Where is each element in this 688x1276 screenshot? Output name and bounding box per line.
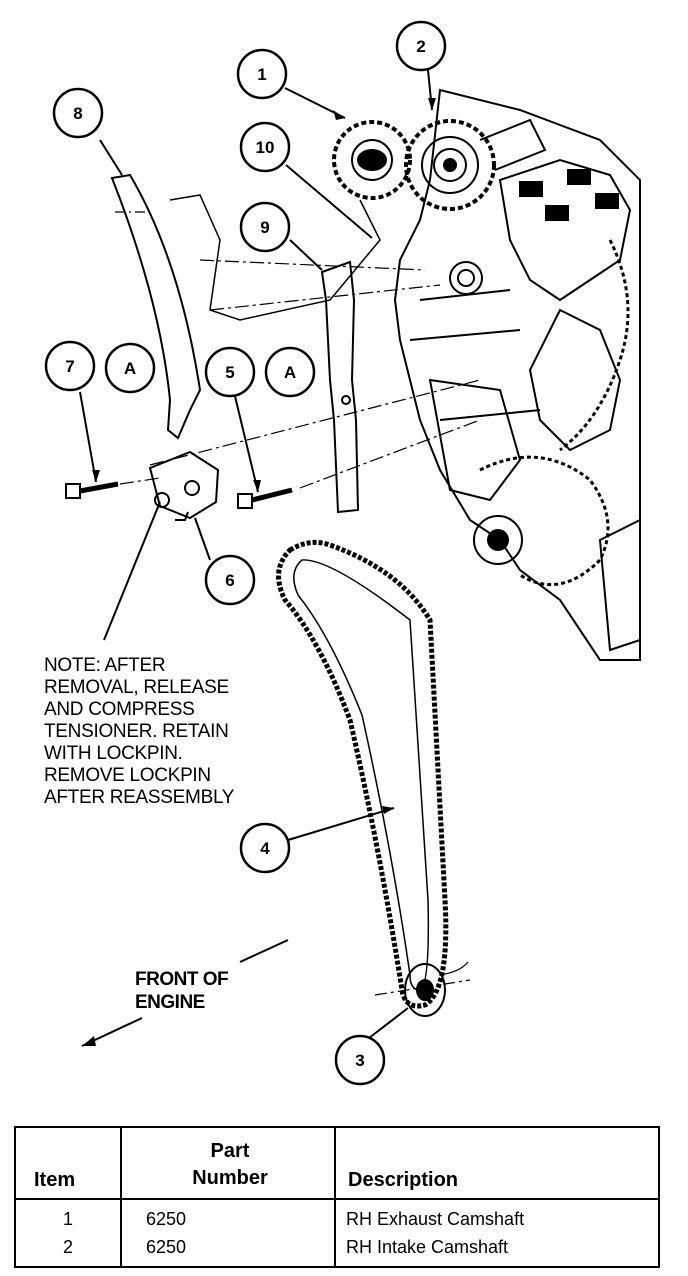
intake-camshaft-sprocket: [404, 118, 547, 211]
bolt-5: [237, 487, 293, 509]
svg-text:5: 5: [225, 363, 234, 382]
svg-text:A: A: [284, 363, 296, 382]
header-part-line2: Number: [192, 1167, 268, 1189]
note-line: AND COMPRESS: [44, 699, 195, 720]
callout-8: 8: [52, 87, 104, 139]
cell-part: 6250: [120, 1199, 336, 1233]
callout-2: 2: [395, 20, 447, 72]
svg-text:10: 10: [256, 138, 275, 157]
header-description: Description: [334, 1127, 660, 1200]
callout-7: 7: [44, 340, 96, 392]
svg-text:3: 3: [355, 1051, 364, 1070]
cell-description: RH Exhaust Camshaft: [334, 1199, 660, 1233]
svg-text:2: 2: [416, 37, 425, 56]
note-line: WITH LOCKPIN.: [44, 743, 183, 764]
exhaust-camshaft-sprocket: [332, 120, 412, 200]
svg-text:1: 1: [257, 65, 266, 84]
cell-description: RH Intake Camshaft: [334, 1233, 660, 1267]
svg-text:7: 7: [65, 357, 74, 376]
note-line: TENSIONER. RETAIN: [44, 721, 229, 742]
callout-1: 1: [236, 48, 288, 100]
engine-block: [393, 88, 641, 661]
bolt-7: [65, 481, 119, 499]
note-line: NOTE: AFTER: [44, 655, 166, 676]
header-part-number: Part Number: [120, 1127, 336, 1200]
svg-text:6: 6: [225, 571, 234, 590]
callout-a-right: A: [264, 346, 316, 398]
front-label-line1: FRONT OF: [135, 969, 229, 990]
callout-10: 10: [239, 121, 291, 173]
table-row: 2 6250 RH Intake Camshaft: [14, 1233, 660, 1267]
cell-item: 1: [14, 1199, 122, 1233]
front-of-engine-label: FRONT OF ENGINE: [135, 968, 229, 1014]
note-line: REMOVAL, RELEASE: [44, 677, 229, 698]
tensioner-arm-9: [320, 260, 360, 514]
front-label-line2: ENGINE: [135, 992, 205, 1013]
svg-text:8: 8: [73, 104, 82, 123]
callout-5: 5: [204, 346, 256, 398]
header-item: Item: [14, 1127, 122, 1200]
crankshaft-sprocket-3: [374, 961, 471, 1017]
callout-4: 4: [239, 822, 291, 874]
callout-a-left: A: [104, 342, 156, 394]
callout-9: 9: [239, 201, 291, 253]
note-line: REMOVE LOCKPIN: [44, 765, 211, 786]
callout-6: 6: [204, 554, 256, 606]
callout-3: 3: [334, 1034, 386, 1086]
cell-item: 2: [14, 1233, 122, 1267]
svg-text:4: 4: [260, 839, 270, 858]
parts-table: Item Part Number Description 1 6250 RH E…: [14, 1126, 660, 1268]
timing-chain-4: [276, 539, 449, 1009]
table-row: 1 6250 RH Exhaust Camshaft: [14, 1199, 660, 1233]
svg-text:9: 9: [260, 218, 269, 237]
note-line: AFTER REASSEMBLY: [44, 787, 235, 808]
timing-chain-diagram: 1 2 3 4 5 6 7 8 9 10 A A: [44, 20, 641, 1086]
timing-cover-outline: [169, 194, 381, 321]
removal-note: NOTE: AFTER REMOVAL, RELEASE AND COMPRES…: [44, 655, 234, 809]
header-part-line1: Part: [210, 1140, 250, 1162]
tensioner-6: [148, 450, 220, 521]
table-header-row: Item Part Number Description: [14, 1127, 660, 1200]
chain-guide-8: [110, 173, 202, 440]
cell-part: 6250: [120, 1233, 336, 1267]
svg-text:A: A: [124, 359, 136, 378]
